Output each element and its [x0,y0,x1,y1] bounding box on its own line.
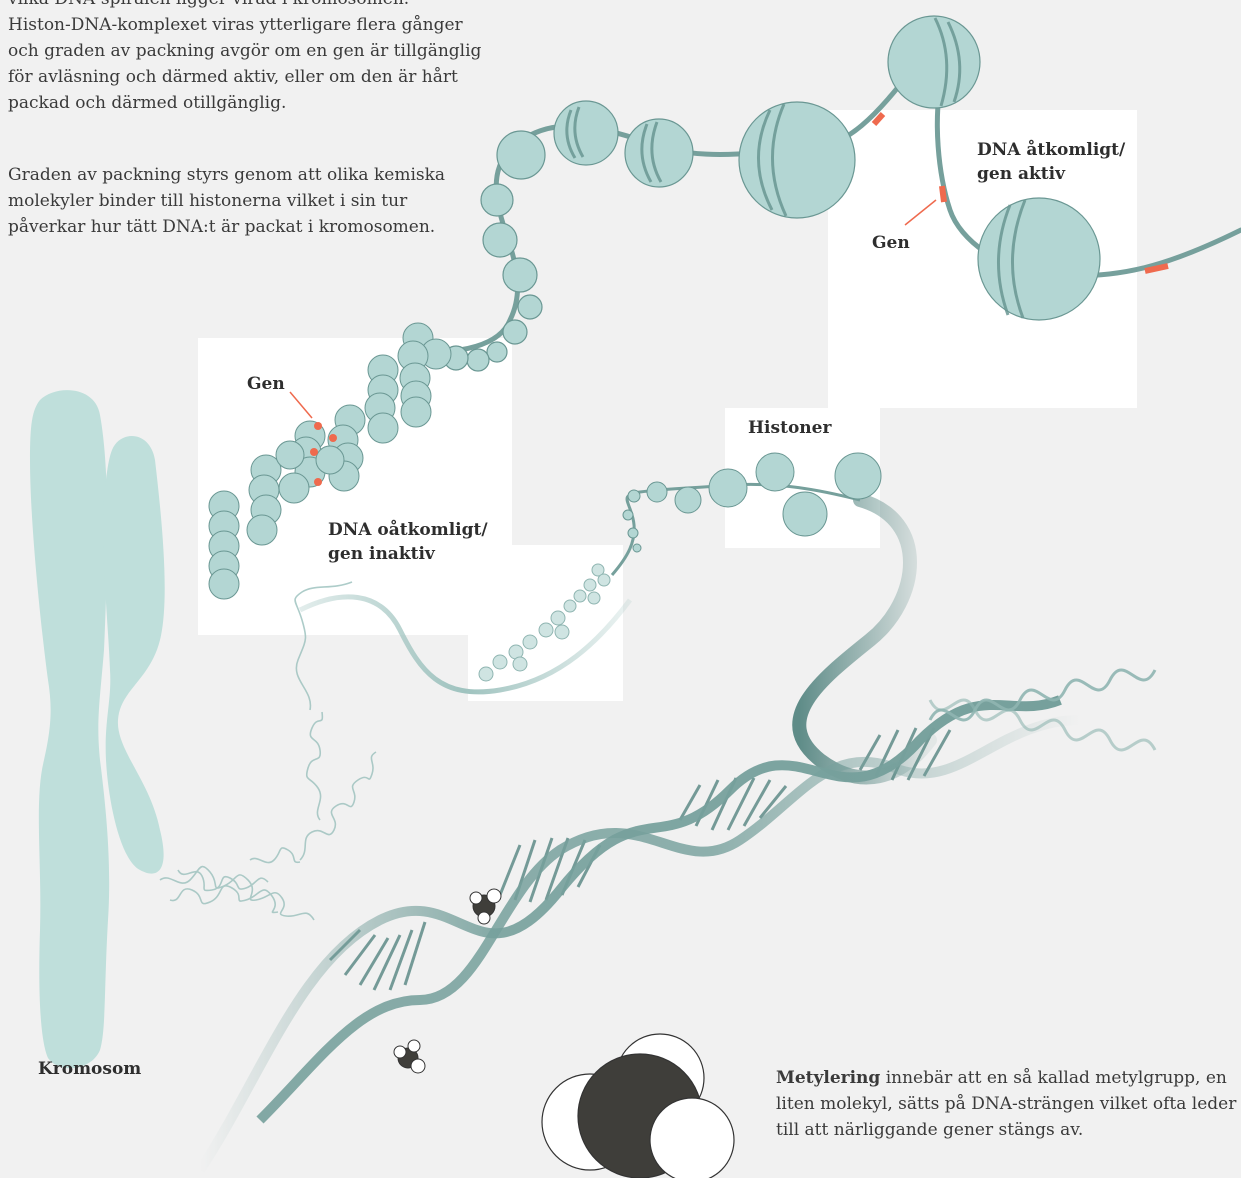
methylation-line-3: till att närliggande gener stängs av. [776,1117,1241,1143]
chromosome [30,390,165,1068]
paragraph-2-line-2: molekyler binder till histonerna vilket … [8,188,488,214]
gen-pointer-active [905,200,936,225]
methylation-line-2: liten molekyl, sätts på DNA-strängen vil… [776,1091,1241,1117]
label-gen-active: Gen [872,231,910,255]
label-dna-accessible-1: DNA åtkomligt/ [977,138,1125,162]
histones-trail [479,564,610,681]
label-gen-inactive: Gen [247,372,285,396]
intro-line-2: och graden av packning avgör om en gen ä… [8,38,488,64]
methyl-group-large [542,1034,734,1178]
methyl-group-lower [394,1040,425,1073]
paragraph-2: Graden av packning styrs genom att olika… [8,162,488,240]
label-dna-inaccessible-2: gen inaktiv [328,542,488,566]
methylation-line-1: Metylering innebär att en så kallad mety… [776,1065,1241,1091]
intro-text: vilka DNA-spiralen ligger virad i kromos… [8,0,488,116]
methyl-group-upper [470,889,501,924]
label-dna-inaccessible: DNA oåtkomligt/ gen inaktiv [328,518,488,566]
paragraph-2-line-3: påverkar hur tätt DNA:t är packat i krom… [8,214,488,240]
label-dna-accessible: DNA åtkomligt/ gen aktiv [977,138,1125,186]
histones-lower [623,453,881,552]
intro-line-4: packad och därmed otillgänglig. [8,90,488,116]
intro-line-1: Histon-DNA-komplexet viras ytterligare f… [8,12,488,38]
methylation-line-1-rest: innebär att en så kallad metylgrupp, en [880,1068,1227,1088]
chromatin-ribbon [300,597,630,692]
methylation-term: Metylering [776,1068,880,1088]
tangled-chromatin [160,582,376,920]
label-chromosome: Kromosom [38,1057,141,1081]
label-dna-inaccessible-1: DNA oåtkomligt/ [328,518,488,542]
paragraph-2-line-1: Graden av packning styrs genom att olika… [8,162,488,188]
label-histones: Histoner [748,416,831,440]
gen-pointer-inactive [290,392,312,418]
label-dna-accessible-2: gen aktiv [977,162,1125,186]
methylation-text: Metylering innebär att en så kallad mety… [776,1065,1241,1143]
intro-line-3: för avläsning och därmed aktiv, eller om… [8,64,488,90]
intro-line-0: vilka DNA-spiralen ligger virad i kromos… [8,0,488,12]
chromatin-ribbon-dark [799,500,930,777]
